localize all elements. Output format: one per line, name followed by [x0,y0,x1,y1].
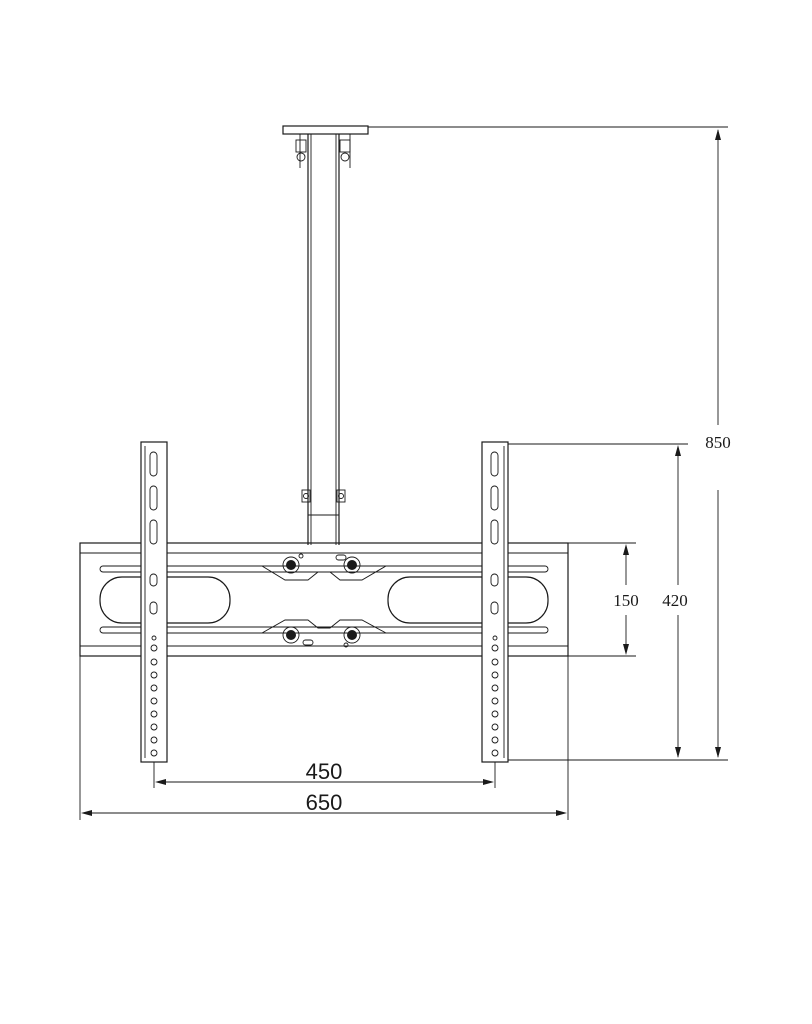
extension-pole [301,134,346,545]
dimension-hole-spacing: 450 [153,759,496,788]
dimension-label-150: 150 [613,591,639,610]
dimension-label-450: 450 [306,759,343,784]
dimension-bracket-height: 420 [508,443,688,758]
dimension-label-850: 850 [705,433,731,452]
dimension-overall-width: 650 [79,656,569,820]
dimension-total-height: 850 [368,126,731,761]
plate-bolts [282,553,361,648]
ceiling-plate [282,125,369,168]
dimension-label-420: 420 [662,591,688,610]
dimension-label-650: 650 [306,790,343,815]
right-vertical-arm [481,441,509,763]
left-vertical-arm [140,441,168,763]
dimension-plate-height: 150 [568,542,639,657]
